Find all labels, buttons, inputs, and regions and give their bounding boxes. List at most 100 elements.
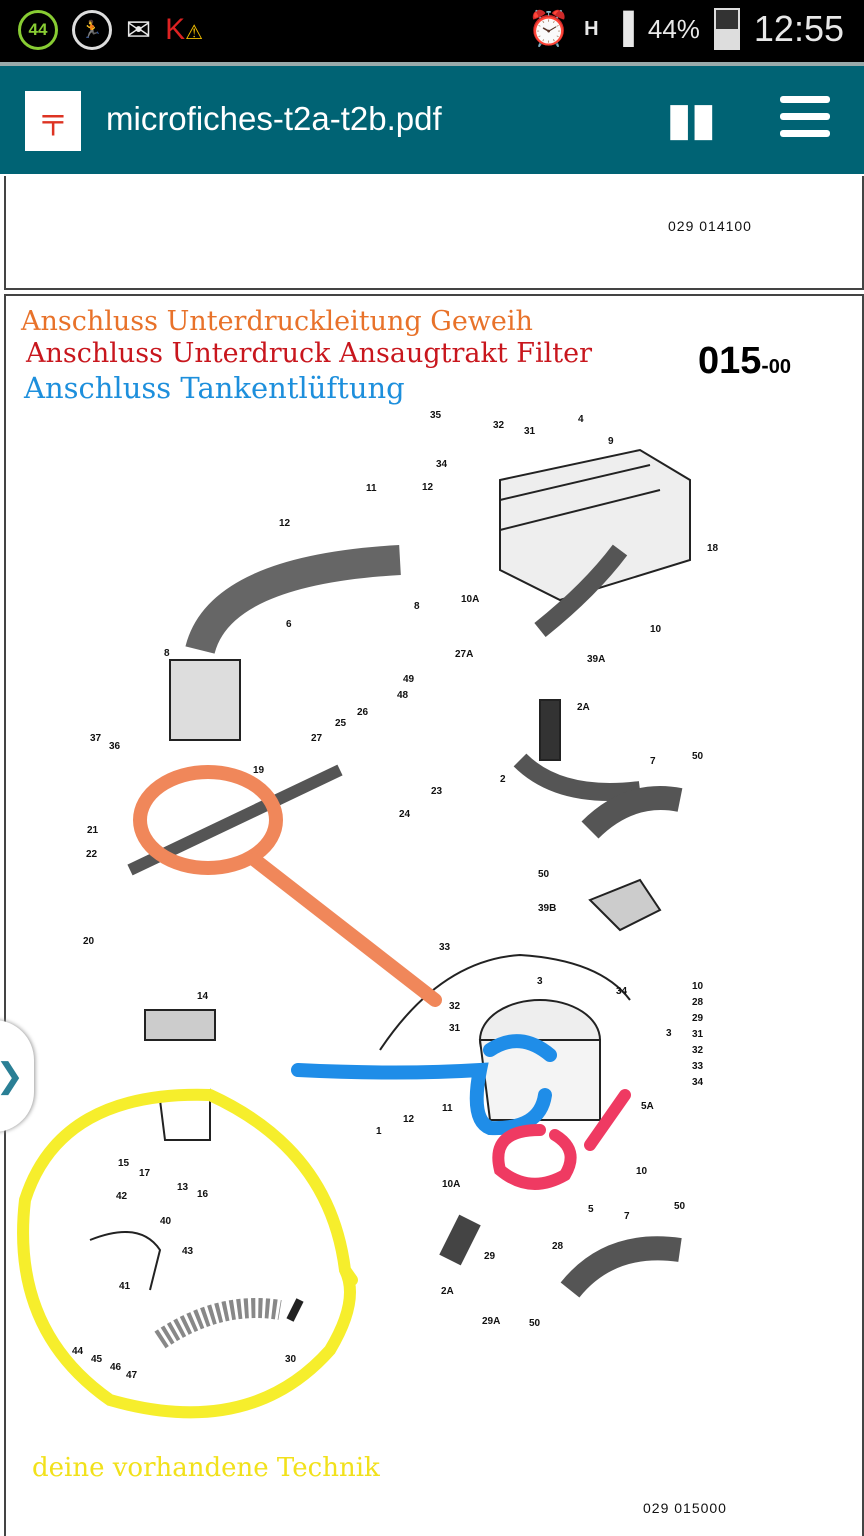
part-label: 32 <box>449 1001 461 1012</box>
part-label: 31 <box>692 1029 704 1040</box>
page-code: 029 015000 <box>643 1500 727 1516</box>
part-label: 27 <box>311 733 323 744</box>
orange-circle <box>133 765 283 875</box>
part-label: 43 <box>182 1246 194 1257</box>
divider <box>0 62 864 66</box>
mail-icon: ✉ <box>126 13 152 47</box>
part-label: 39A <box>587 654 606 665</box>
annotation-orange: Anschluss Unterdruckleitung Geweih <box>21 306 533 337</box>
part-label: 33 <box>439 942 451 953</box>
part-label: 45 <box>91 1354 103 1365</box>
battery-percent: 44% <box>647 13 700 44</box>
part-label: 11 <box>442 1103 453 1114</box>
part-label: 31 <box>524 426 536 437</box>
part-label: 8 <box>164 648 170 659</box>
clock: 12:55 <box>753 8 844 49</box>
part-label: 2A <box>577 702 590 713</box>
part-label: 10 <box>636 1166 648 1177</box>
part-label: 50 <box>529 1318 541 1329</box>
part-label: 40 <box>160 1216 172 1227</box>
part-label: 4 <box>578 414 584 425</box>
pdf-page-2: Anschluss Unterdruckleitung Geweih Ansch… <box>4 294 864 1536</box>
part-label: 50 <box>692 751 704 762</box>
part-label: 13 <box>177 1182 189 1193</box>
part-label: 22 <box>86 849 98 860</box>
part-label: 12 <box>403 1114 415 1125</box>
part-label: 21 <box>87 825 99 836</box>
part-label: 1 <box>376 1126 382 1137</box>
part-label: 33 <box>692 1061 704 1072</box>
part-label: 41 <box>119 1281 131 1292</box>
annotation-red: Anschluss Unterdruck Ansaugtrakt Filter <box>26 338 592 369</box>
part-label: 17 <box>139 1168 151 1179</box>
part-label: 49 <box>403 674 415 685</box>
part-label: 34 <box>692 1077 704 1088</box>
part-label: 48 <box>397 690 409 701</box>
part-label: 44 <box>72 1346 84 1357</box>
part-label: 32 <box>493 420 505 431</box>
part-label: 29 <box>484 1251 496 1262</box>
part-label: 15 <box>118 1158 130 1169</box>
part-label: 27A <box>455 649 474 660</box>
pdf-page-1: 029 014100 <box>4 176 864 290</box>
menu-icon[interactable] <box>780 96 830 147</box>
signal-icon: ▐ <box>612 12 634 45</box>
part-label: 42 <box>116 1191 128 1202</box>
part-label: 23 <box>431 786 443 797</box>
part-label: 5A <box>641 1101 654 1112</box>
highlight-strokes <box>17 765 631 1419</box>
part-label: 47 <box>126 1370 138 1381</box>
part-label: 10 <box>650 624 662 635</box>
part-label: 36 <box>109 741 121 752</box>
part-label: 20 <box>83 936 95 947</box>
part-label: 7 <box>650 756 656 767</box>
part-label: 24 <box>399 809 411 820</box>
part-label: 25 <box>335 718 347 729</box>
part-label: 2A <box>441 1286 454 1297</box>
part-label: 6 <box>286 619 292 630</box>
part-label: 18 <box>707 543 719 554</box>
part-label: 50 <box>674 1201 686 1212</box>
binoculars-icon[interactable]: ▮▮ <box>667 95 716 144</box>
kaspersky-warning-icon: K⚠ <box>165 13 204 46</box>
yellow-circle <box>17 1088 358 1419</box>
part-label: 2 <box>500 774 506 785</box>
alarm-icon: ⏰ <box>527 10 571 48</box>
page-number: 015-00 <box>698 340 791 382</box>
page-code: 029 014100 <box>668 218 752 234</box>
part-label: 9 <box>608 436 614 447</box>
badge-44-icon: 44 <box>18 10 58 50</box>
app-bar: ⫧ microfiches-t2a-t2b.pdf ▮▮ <box>0 66 864 174</box>
network-type: H <box>584 17 599 40</box>
part-label: 12 <box>279 518 291 529</box>
part-label: 50 <box>538 869 550 880</box>
part-label: 26 <box>357 707 369 718</box>
part-label: 34 <box>616 986 628 997</box>
part-label: 11 <box>366 483 377 494</box>
diagram-drawing <box>89 448 691 1349</box>
red-stroke <box>492 1089 631 1190</box>
part-label: 28 <box>552 1241 564 1252</box>
part-label: 3 <box>666 1028 672 1039</box>
part-label: 29A <box>482 1316 501 1327</box>
status-bar: 44 🏃 ✉ K⚠ ⏰ H ▐ 44% 12:55 <box>0 0 864 62</box>
part-label: 8 <box>414 601 420 612</box>
part-label: 46 <box>110 1362 122 1373</box>
part-label: 28 <box>692 997 704 1008</box>
blue-stroke <box>291 1034 557 1136</box>
part-label: 7 <box>624 1211 630 1222</box>
part-label: 37 <box>90 733 102 744</box>
pdf-icon[interactable]: ⫧ <box>25 91 81 151</box>
part-label: 10 <box>692 981 704 992</box>
part-label: 19 <box>253 765 265 776</box>
part-label: 10A <box>461 594 480 605</box>
part-label: 34 <box>436 459 448 470</box>
part-label: 35 <box>430 410 442 421</box>
document-title: microfiches-t2a-t2b.pdf <box>106 100 442 137</box>
part-label: 32 <box>692 1045 704 1056</box>
part-label: 39B <box>538 903 557 914</box>
part-label: 12 <box>422 482 434 493</box>
annotation-blue: Anschluss Tankentlüftung <box>24 371 405 405</box>
battery-icon <box>713 8 740 50</box>
